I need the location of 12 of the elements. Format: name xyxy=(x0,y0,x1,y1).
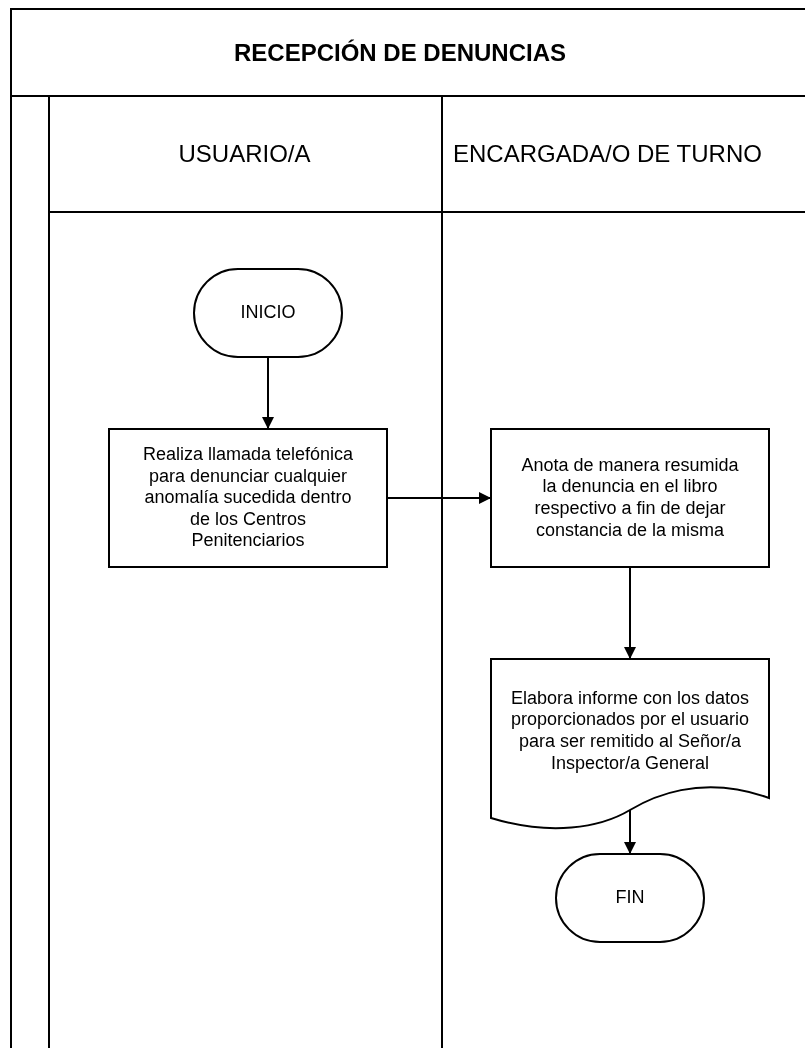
arrow xyxy=(624,809,636,854)
terminator-pill: FIN xyxy=(555,853,705,943)
lane-header: ENCARGADA/O DE TURNO xyxy=(453,140,762,168)
arrow xyxy=(387,492,491,504)
lane-header: USUARIO/A xyxy=(178,140,311,168)
diagram-title: RECEPCIÓN DE DENUNCIAS xyxy=(234,38,567,67)
terminator-pill: INICIO xyxy=(193,268,343,358)
process-box: Realiza llamada telefónica para denunciar cualquier anomalía sucedida dentro de los Centros Penitenciarios xyxy=(108,428,388,568)
arrow xyxy=(624,567,636,659)
arrow xyxy=(262,357,274,429)
swimlane xyxy=(48,97,443,1048)
process-box: Anota de manera resumida la denuncia en el libro respectivo a fin de dejar constancia de la misma xyxy=(490,428,770,568)
